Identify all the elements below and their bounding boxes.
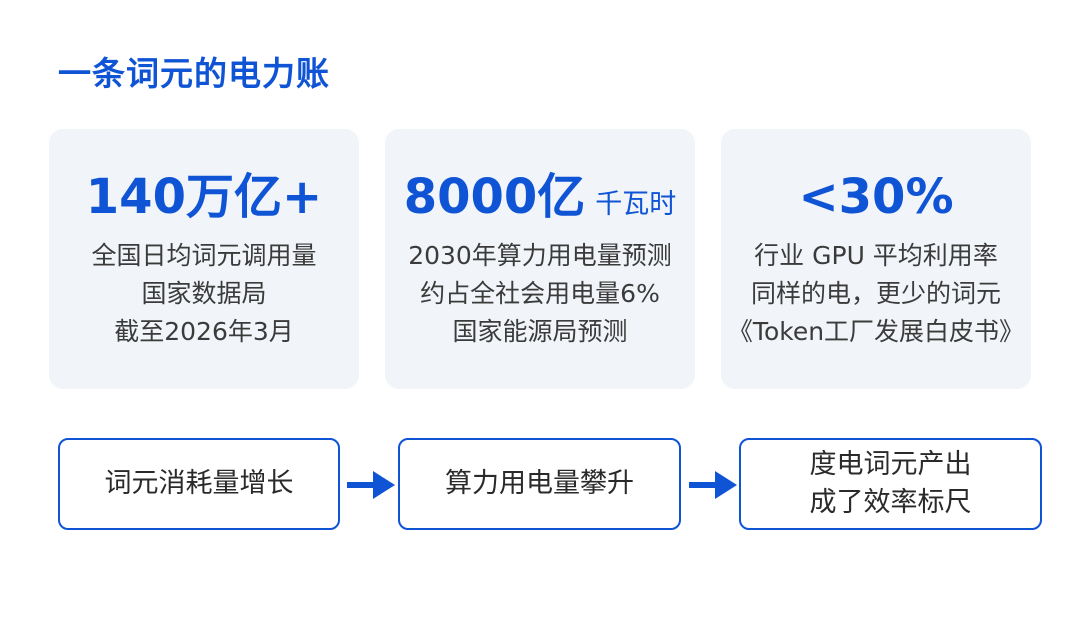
flow-step-label: 度电词元产出 [809,449,972,480]
stat-line: 2030年算力用电量预测 [408,241,672,270]
stat-line: 约占全社会用电量6% [420,279,660,308]
stat-line: 同样的电，更少的词元 [750,279,1001,308]
flow-step-token-growth: 词元消耗量增长 [58,438,340,530]
flow-step-power-rise: 算力用电量攀升 [398,438,681,530]
stat-value: 140万亿+ [49,167,359,227]
stat-card-compute-power-usage: 8000亿千瓦时 2030年算力用电量预测 约占全社会用电量6% 国家能源局预测 [385,129,695,389]
stat-line: 截至2026年3月 [114,317,294,346]
stat-number: 140万亿+ [85,169,323,225]
flow-step-label: 成了效率标尺 [809,487,972,518]
stat-description: 2030年算力用电量预测 约占全社会用电量6% 国家能源局预测 [385,237,695,351]
flow-step-efficiency-benchmark: 度电词元产出 成了效率标尺 [739,438,1042,530]
stat-line: 《Token工厂发展白皮书》 [727,317,1025,346]
stat-line: 国家能源局预测 [452,317,628,346]
stat-line: 行业 GPU 平均利用率 [754,241,998,270]
stat-description: 行业 GPU 平均利用率 同样的电，更少的词元 《Token工厂发展白皮书》 [721,237,1031,351]
stat-number: <30% [798,169,954,225]
flow-step-label: 算力用电量攀升 [445,468,634,499]
stat-card-gpu-utilization: <30% 行业 GPU 平均利用率 同样的电，更少的词元 《Token工厂发展白… [721,129,1031,389]
stat-line: 国家数据局 [141,279,267,308]
stat-unit: 千瓦时 [595,189,677,220]
page-title: 一条词元的电力账 [58,54,330,93]
stat-number: 8000亿 [403,169,586,225]
arrow-right-icon [689,471,737,499]
stat-description: 全国日均词元调用量 国家数据局 截至2026年3月 [49,237,359,351]
stat-card-daily-token-calls: 140万亿+ 全国日均词元调用量 国家数据局 截至2026年3月 [49,129,359,389]
flow-step-label: 词元消耗量增长 [104,468,294,499]
stat-value: <30% [721,167,1031,227]
stat-line: 全国日均词元调用量 [91,241,317,270]
stat-value: 8000亿千瓦时 [385,167,695,227]
arrow-right-icon [347,471,395,499]
